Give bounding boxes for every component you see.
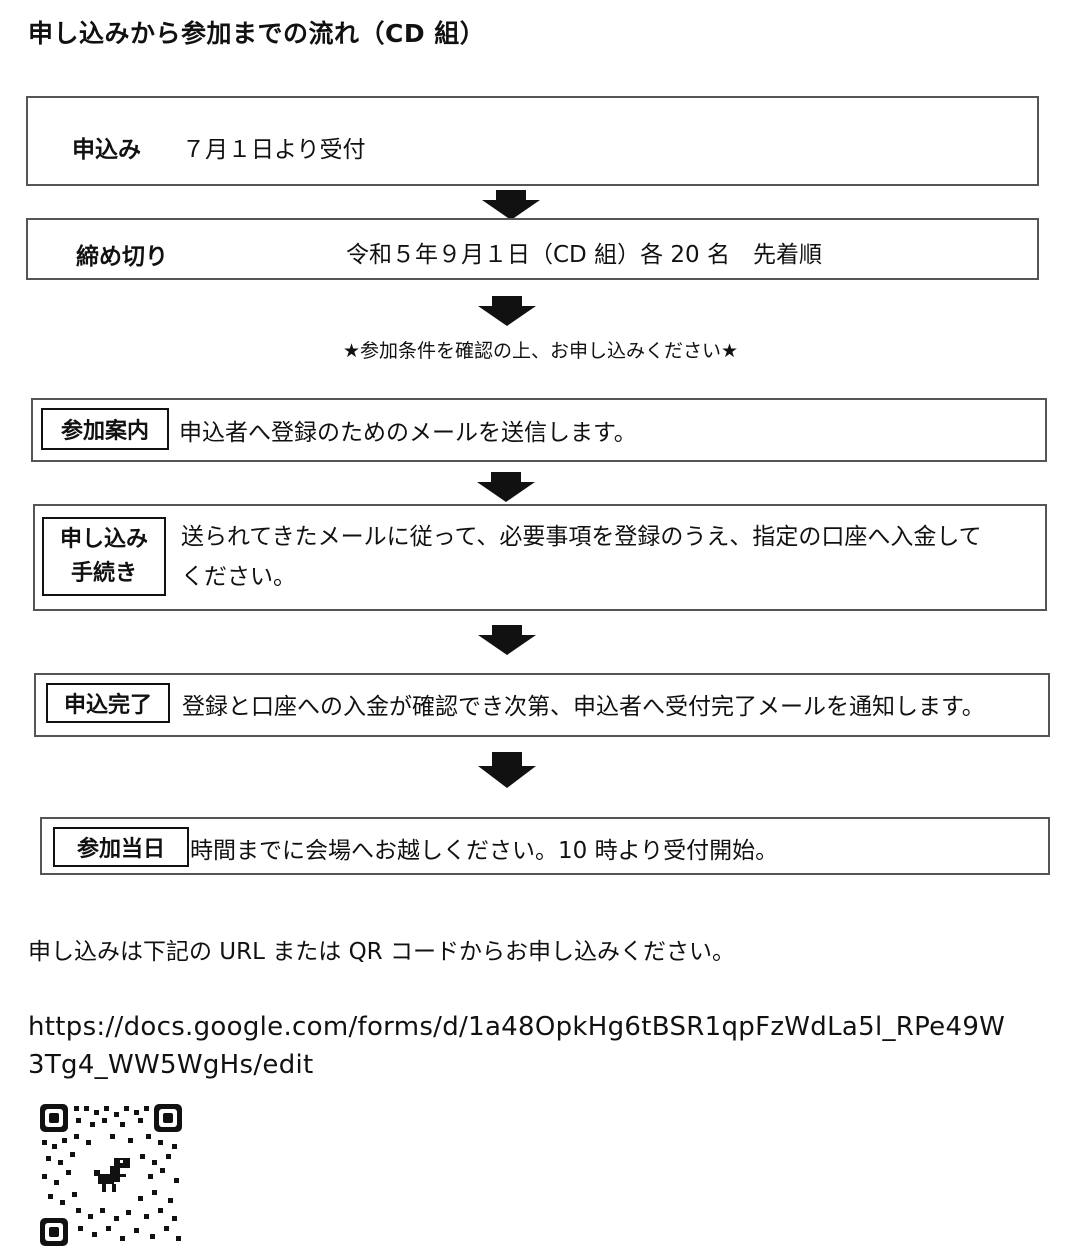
deadline-text: 令和５年９月１日（CD 組）各 20 名 先着順 bbox=[346, 242, 822, 268]
procedure-label-line1: 申し込み bbox=[59, 526, 148, 552]
day-text: 時間までに会場へお越しください。10 時より受付開始。 bbox=[190, 838, 779, 864]
complete-step-box: 申込完了 登録と口座への入金が確認でき次第、申込者へ受付完了メールを通知します。 bbox=[34, 673, 1050, 737]
page-title: 申し込みから参加までの流れ（CD 組） bbox=[28, 19, 486, 48]
down-arrow-icon bbox=[478, 296, 536, 326]
apply-step-box: 申込み ７月１日より受付 bbox=[26, 96, 1039, 186]
day-label: 参加当日 bbox=[53, 827, 189, 867]
day-step-box: 参加当日 時間までに会場へお越しください。10 時より受付開始。 bbox=[40, 817, 1050, 875]
apply-text: ７月１日より受付 bbox=[182, 137, 366, 163]
application-instruction: 申し込みは下記の URL または QR コードからお申し込みください。 bbox=[28, 939, 735, 965]
qr-code-icon bbox=[40, 1104, 182, 1246]
procedure-step-box: 申し込み 手続き 送られてきたメールに従って、必要事項を登録のうえ、指定の口座へ… bbox=[33, 504, 1047, 611]
procedure-label-line2: 手続き bbox=[70, 560, 137, 586]
form-url-line1[interactable]: https://docs.google.com/forms/d/1a48OpkH… bbox=[28, 1012, 1006, 1042]
down-arrow-icon bbox=[478, 625, 536, 655]
procedure-text-line2: ください。 bbox=[181, 564, 296, 590]
form-url-line2[interactable]: 3Tg4_WW5WgHs/edit bbox=[28, 1050, 314, 1080]
guide-label: 参加案内 bbox=[41, 408, 169, 450]
procedure-text-line1: 送られてきたメールに従って、必要事項を登録のうえ、指定の口座へ入金して bbox=[181, 524, 982, 550]
deadline-step-box: 締め切り 令和５年９月１日（CD 組）各 20 名 先着順 bbox=[26, 218, 1039, 280]
down-arrow-icon bbox=[482, 190, 540, 220]
complete-label: 申込完了 bbox=[46, 683, 170, 723]
deadline-label: 締め切り bbox=[76, 244, 168, 270]
form-url[interactable]: https://docs.google.com/forms/d/1a48OpkH… bbox=[28, 1008, 1005, 1084]
complete-text: 登録と口座への入金が確認でき次第、申込者へ受付完了メールを通知します。 bbox=[182, 694, 985, 720]
procedure-label: 申し込み 手続き bbox=[42, 517, 166, 596]
apply-label: 申込み bbox=[72, 137, 141, 163]
down-arrow-icon bbox=[477, 472, 535, 502]
guide-step-box: 参加案内 申込者へ登録のためのメールを送信します。 bbox=[31, 398, 1047, 462]
guide-text: 申込者へ登録のためのメールを送信します。 bbox=[179, 420, 637, 446]
down-arrow-icon bbox=[478, 752, 536, 788]
conditions-note: ★参加条件を確認の上、お申し込みください★ bbox=[342, 340, 739, 362]
